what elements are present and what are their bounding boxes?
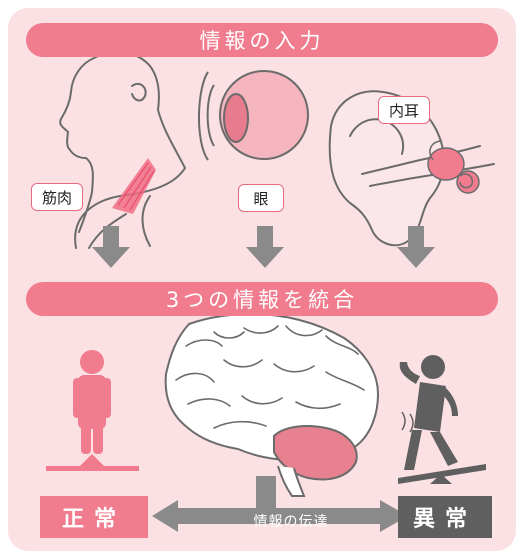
balance-beam-normal [46, 466, 139, 471]
normal-person-figure [73, 350, 111, 454]
banner-integrate-three: 3つの情報を統合 [26, 282, 498, 316]
transmission-label: 情報の伝達 [253, 514, 329, 530]
brain-illustration [164, 312, 380, 497]
arrow-down-right-icon [397, 226, 435, 268]
abnormal-person-figure [399, 355, 458, 470]
eyeball-illustration [198, 70, 309, 161]
balance-beam-abnormal [398, 464, 486, 484]
neck-muscle [112, 158, 156, 214]
transmission-arrow [152, 476, 408, 532]
banner-information-input: 情報の入力 [26, 23, 498, 57]
double-arrow-icon [152, 500, 408, 532]
status-abnormal: 異常 [398, 496, 492, 538]
status-normal: 正常 [40, 496, 148, 538]
arrow-down-center-icon [246, 226, 284, 268]
shake-lines-icon [401, 411, 414, 433]
label-eye: 眼 [238, 184, 284, 212]
input-arrows [92, 226, 435, 268]
pivot-abnormal [430, 474, 452, 484]
cochlea-illustration [427, 140, 480, 194]
label-muscle: 筋肉 [31, 183, 83, 211]
arrow-down-left-icon [92, 226, 130, 268]
neck-muscle-striations [117, 162, 155, 211]
label-inner-ear: 内耳 [378, 96, 430, 124]
pivot-normal [80, 454, 104, 466]
stem-from-brain [256, 476, 276, 510]
